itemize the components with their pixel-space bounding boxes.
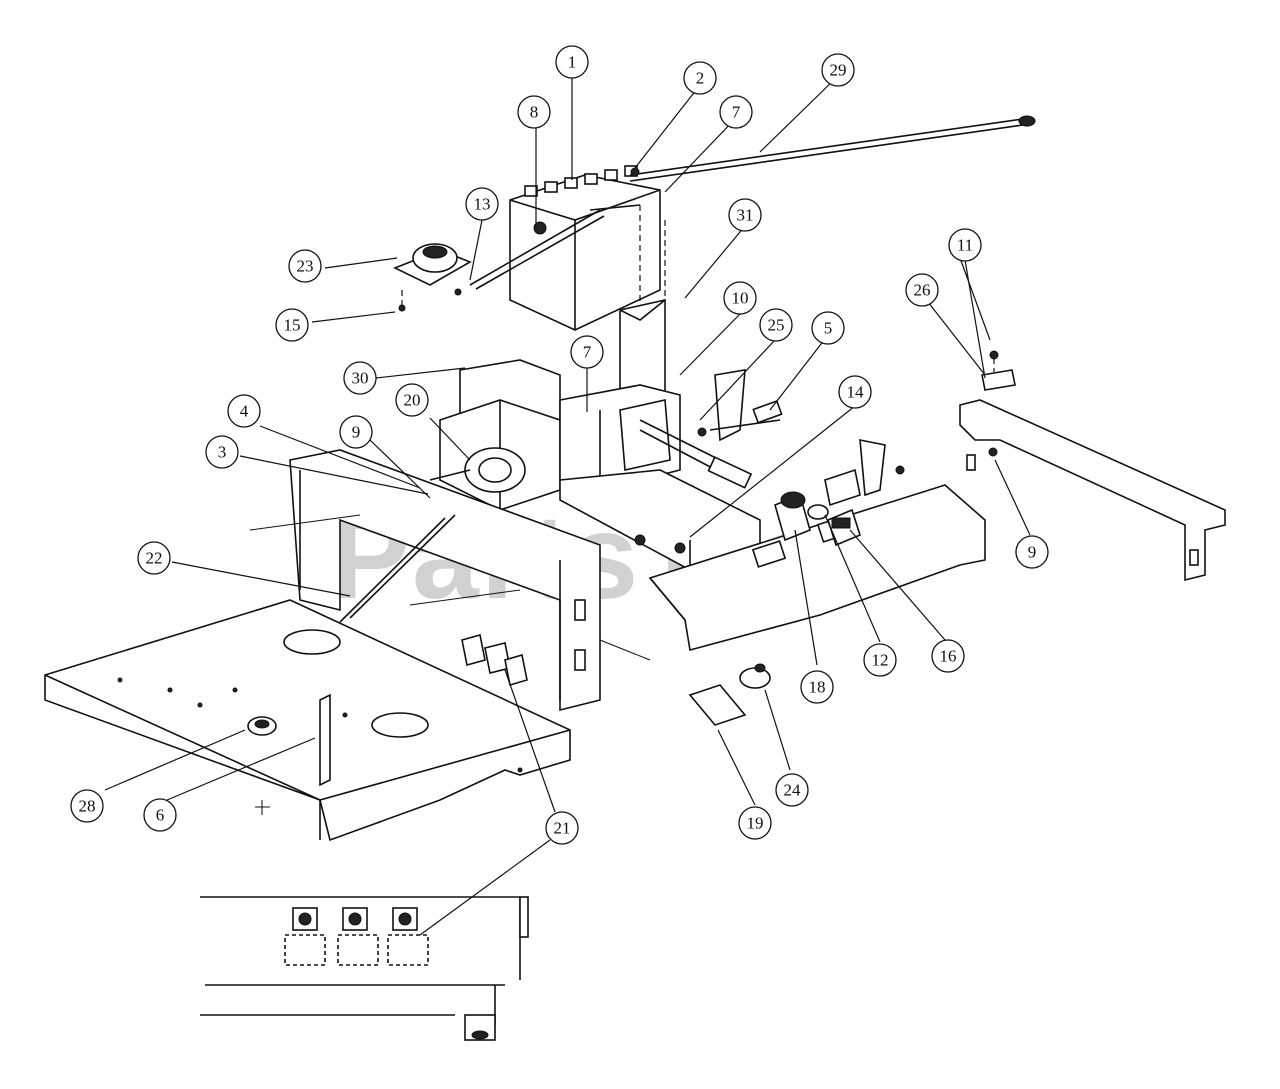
callout-6: 6 bbox=[143, 798, 177, 832]
svg-text:9: 9 bbox=[352, 423, 361, 442]
callout-8: 8 bbox=[517, 95, 551, 129]
svg-text:28: 28 bbox=[79, 797, 96, 816]
left-frame-channel bbox=[289, 449, 601, 712]
dash-switches bbox=[774, 491, 861, 547]
svg-text:30: 30 bbox=[352, 369, 369, 388]
callouts: 1 2 3 4 5 6 7 7 8 9 9 10 11 12 13 14 15 … bbox=[70, 45, 1049, 845]
throttle-rod bbox=[349, 514, 456, 619]
svg-text:25: 25 bbox=[768, 316, 785, 335]
svg-text:12: 12 bbox=[872, 651, 889, 670]
throttle-rod bbox=[339, 517, 446, 623]
svg-text:10: 10 bbox=[732, 289, 749, 308]
callout-15: 15 bbox=[275, 308, 309, 342]
callout-14: 14 bbox=[838, 375, 872, 409]
center-support bbox=[559, 384, 681, 491]
svg-text:23: 23 bbox=[297, 257, 314, 276]
callout-24: 24 bbox=[775, 773, 809, 807]
battery bbox=[509, 165, 661, 331]
clip-bracket bbox=[824, 439, 905, 507]
svg-text:18: 18 bbox=[809, 678, 826, 697]
brake-lever bbox=[639, 419, 753, 489]
hold-down-rod bbox=[629, 115, 1036, 182]
callout-16: 16 bbox=[931, 639, 965, 673]
callout-22: 22 bbox=[137, 541, 171, 575]
svg-text:9: 9 bbox=[1028, 543, 1037, 562]
svg-text:3: 3 bbox=[218, 443, 227, 462]
callout-29: 29 bbox=[821, 53, 855, 87]
svg-text:19: 19 bbox=[747, 814, 764, 833]
svg-text:11: 11 bbox=[957, 236, 973, 255]
svg-text:29: 29 bbox=[830, 61, 847, 80]
svg-text:7: 7 bbox=[732, 103, 741, 122]
fuse-detail-view bbox=[200, 896, 529, 1041]
callout-2: 2 bbox=[683, 61, 717, 95]
floor-plate bbox=[44, 599, 571, 842]
svg-text:6: 6 bbox=[156, 806, 165, 825]
callout-5: 5 bbox=[811, 311, 845, 345]
svg-text:31: 31 bbox=[737, 206, 754, 225]
callout-7a: 7 bbox=[719, 95, 753, 129]
battery-cable bbox=[469, 204, 641, 290]
fuse-holders-top bbox=[461, 633, 528, 687]
svg-text:14: 14 bbox=[847, 383, 865, 402]
callout-21b: 21 bbox=[546, 812, 578, 844]
svg-text:1: 1 bbox=[568, 53, 577, 72]
callout-9b: 9 bbox=[1015, 535, 1049, 569]
callout-3: 3 bbox=[205, 435, 239, 469]
callout-30: 30 bbox=[343, 361, 377, 395]
callout-11: 11 bbox=[948, 228, 982, 262]
callout-21a: 21 bbox=[545, 811, 579, 845]
svg-text:7: 7 bbox=[583, 343, 592, 362]
pedal-bracket bbox=[697, 369, 783, 442]
callout-28: 28 bbox=[70, 789, 104, 823]
bottom-parts bbox=[688, 663, 771, 726]
callout-25: 25 bbox=[759, 308, 793, 342]
callout-13: 13 bbox=[465, 187, 499, 221]
callout-10: 10 bbox=[723, 281, 757, 315]
svg-text:16: 16 bbox=[940, 647, 957, 666]
svg-text:21: 21 bbox=[554, 819, 571, 838]
svg-text:24: 24 bbox=[784, 781, 802, 800]
leader-lines bbox=[104, 75, 1031, 936]
callout-23: 23 bbox=[288, 249, 322, 283]
callout-26: 26 bbox=[905, 273, 939, 307]
svg-text:20: 20 bbox=[404, 391, 421, 410]
svg-text:2: 2 bbox=[696, 69, 705, 88]
callout-1: 1 bbox=[555, 45, 589, 79]
right-side-rail bbox=[959, 350, 1226, 582]
grommet-and-plate bbox=[247, 693, 331, 787]
svg-text:26: 26 bbox=[914, 281, 931, 300]
hatch-lines bbox=[249, 514, 651, 661]
svg-text:15: 15 bbox=[284, 316, 301, 335]
callout-18: 18 bbox=[800, 670, 834, 704]
solenoid bbox=[393, 243, 472, 312]
svg-text:22: 22 bbox=[146, 549, 163, 568]
callout-9a: 9 bbox=[339, 415, 373, 449]
svg-text:8: 8 bbox=[530, 103, 539, 122]
callout-19: 19 bbox=[738, 806, 772, 840]
callout-12: 12 bbox=[863, 643, 897, 677]
svg-text:4: 4 bbox=[240, 402, 249, 421]
svg-text:13: 13 bbox=[474, 195, 491, 214]
callout-20: 20 bbox=[395, 383, 429, 417]
callout-4: 4 bbox=[227, 394, 261, 428]
svg-text:5: 5 bbox=[824, 319, 833, 338]
callout-31: 31 bbox=[728, 198, 762, 232]
callout-7b: 7 bbox=[570, 335, 604, 369]
